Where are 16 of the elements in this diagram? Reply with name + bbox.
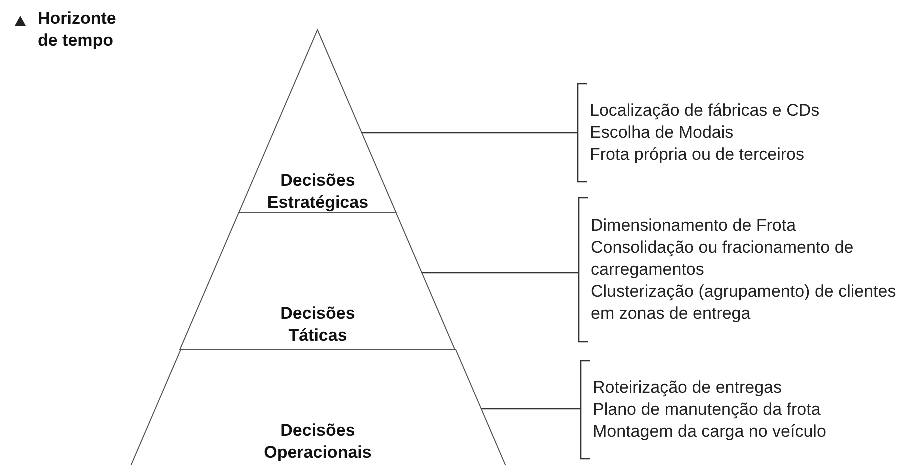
axis-label: Horizonte de tempo [38,8,118,52]
list-item: Clusterização (agrupamento) de clientes em zonas de entrega [591,281,898,325]
connector-line [480,408,580,410]
tier-label: Decisões Táticas [280,303,356,347]
list-item: Consolidação ou fracionamento de carregamentos [591,237,855,281]
list-item: Plano de manutenção da frota [593,399,822,421]
list-item: Montagem da carga no veículo [593,421,828,443]
connector-line [362,132,577,134]
tier-label: Decisões Operacionais [263,420,373,464]
list-item: Roteirização de entregas [593,377,784,399]
connector-line [422,272,578,274]
list-item: Dimensionamento de Frota [591,215,798,237]
list-item: Frota própria ou de terceiros [590,144,806,166]
list-item: Localização de fábricas e CDs [590,100,821,122]
list-item: Escolha de Modais [590,122,735,144]
tier-label: Decisões Estratégicas [266,170,370,214]
